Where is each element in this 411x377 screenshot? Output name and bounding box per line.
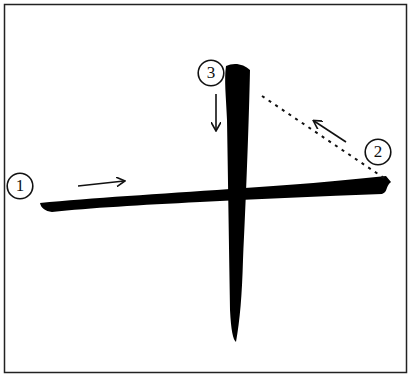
callout-circle: 3 [197,59,225,87]
vertical-stroke [225,64,250,342]
direction-arrow [78,181,124,186]
callout-number: 2 [374,142,383,162]
direction-arrow [215,94,217,130]
dotted-path [262,96,384,178]
callout-circle: 1 [6,172,34,200]
callout-number: 1 [16,176,25,196]
direction-arrow [314,121,346,142]
callout-circle: 2 [364,138,392,166]
horizontal-stroke [40,176,391,212]
callout-number: 3 [207,63,216,83]
frame [5,5,407,373]
